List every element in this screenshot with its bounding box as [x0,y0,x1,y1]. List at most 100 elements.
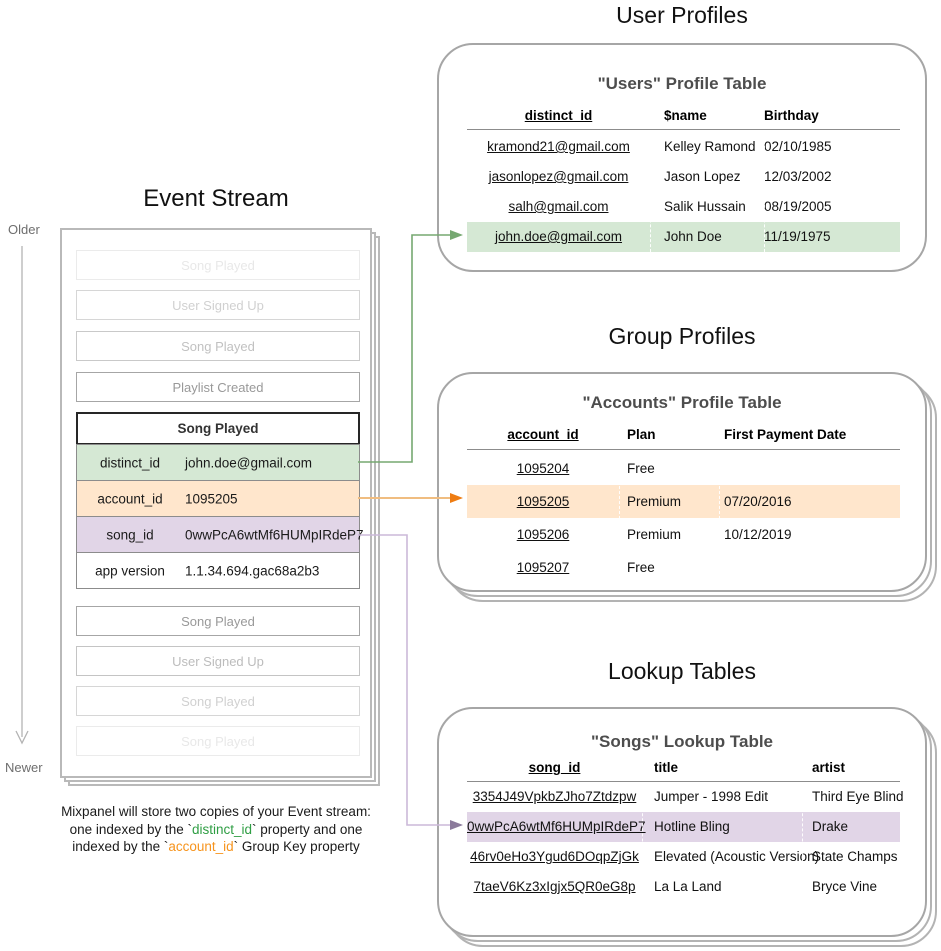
cell-artist: Drake [812,819,849,834]
event-property-song-id: song_id 0wwPcA6wtMf6HUMpIRdeP7 [76,516,364,553]
column-separator [764,131,765,252]
property-value: john.doe@gmail.com [185,455,313,470]
table-row: 1095207 Free [467,551,900,584]
table-header-row: account_id Plan First Payment Date [467,421,900,449]
expanded-event-title: Song Played [76,412,360,445]
footnote-distinct-id: distinct_id [191,821,253,837]
cell-account-id: 1095204 [516,461,570,476]
event-box: User Signed Up [76,290,360,320]
column-header: $name [664,108,707,123]
event-property-app-version: app version 1.1.34.694.gac68a2b3 [76,552,360,589]
cell-birthday: 02/10/1985 [764,139,832,154]
column-separator [642,783,643,902]
timeline-arrowhead [15,730,29,745]
cell-distinct-id: jasonlopez@gmail.com [488,169,629,184]
cell-title: La La Land [654,879,722,894]
cell-name: Kelley Ramond [664,139,756,154]
event-box: Song Played [76,250,360,280]
cell-first-payment-date: 10/12/2019 [724,527,792,542]
event-box: Song Played [76,606,360,636]
footnote: Mixpanel will store two copies of your E… [44,803,388,856]
lookup-tables-title: Lookup Tables [608,658,756,684]
footnote-line2-post: ` property and one [252,821,363,837]
cell-title: Elevated (Acoustic Version) [654,849,820,864]
cell-title: Hotline Bling [654,819,730,834]
cell-plan: Free [627,461,655,476]
cell-distinct-id: kramond21@gmail.com [487,139,630,154]
column-header: title [654,760,679,775]
event-property-account-id: account_id 1095205 [76,480,360,517]
property-value: 1095205 [185,491,238,506]
cell-first-payment-date: 07/20/2016 [724,494,792,509]
songs-lookup-card: "Songs" Lookup Table song_id title artis… [437,707,927,937]
table-header-row: song_id title artist [467,754,900,781]
cell-plan: Premium [627,494,682,509]
cell-song-id: 7taeV6Kz3xIgjx5QR0eG8p [473,879,636,894]
event-box: Song Played [76,331,360,361]
cell-title: Jumper - 1998 Edit [654,789,769,804]
event-stream-title: Event Stream [143,185,289,212]
column-separator [650,131,651,252]
table-header-row: distinct_id $name Birthday [467,102,900,129]
table-row-highlighted: 0wwPcA6wtMf6HUMpIRdeP7 Hotline Bling Dra… [467,812,900,842]
cell-song-id: 3354J49VpkbZJho7Ztdzpw [472,789,637,804]
songs-card-title: "Songs" Lookup Table [590,732,774,751]
cell-artist: State Champs [812,849,898,864]
property-value: 1.1.34.694.gac68a2b3 [185,563,320,578]
column-header: account_id [507,427,579,442]
users-card-title: "Users" Profile Table [597,74,767,93]
column-header: artist [812,760,846,775]
cell-song-id: 46rv0eHo3Ygud6DOqpZjGk [470,849,639,864]
cell-birthday: 12/03/2002 [764,169,832,184]
cell-distinct-id: salh@gmail.com [508,199,609,214]
column-separator [719,451,720,584]
cell-account-id: 1095205 [516,494,570,509]
column-header: distinct_id [524,108,593,123]
table-row-highlighted: 1095205 Premium 07/20/2016 [467,485,900,518]
event-box: Song Played [76,726,360,756]
event-box: Playlist Created [76,372,360,402]
cell-name: John Doe [664,229,722,244]
footnote-line3-post: ` Group Key property [233,839,360,854]
column-separator [802,783,803,902]
cell-name: Jason Lopez [664,169,741,184]
cell-artist: Bryce Vine [812,879,878,894]
cell-plan: Premium [627,527,682,542]
column-header: Birthday [764,108,819,123]
table-row: salh@gmail.com Salik Hussain 08/19/2005 [467,192,900,222]
footnote-line1: Mixpanel will store two copies of your E… [61,804,371,819]
cell-account-id: 1095207 [516,560,570,575]
event-box: User Signed Up [76,646,360,676]
column-header: song_id [528,760,581,775]
accounts-profile-card: "Accounts" Profile Table account_id Plan… [437,372,927,592]
cell-birthday: 08/19/2005 [764,199,832,214]
header-rule [467,129,900,130]
table-row: jasonlopez@gmail.com Jason Lopez 12/03/2… [467,162,900,192]
footnote-line2-pre: one indexed by the ` [69,821,192,837]
cell-plan: Free [627,560,655,575]
users-profile-card: "Users" Profile Table distinct_id $name … [437,43,927,272]
event-stream-container: Song Played User Signed Up Song Played P… [60,228,372,778]
table-row: 46rv0eHo3Ygud6DOqpZjGk Elevated (Acousti… [467,842,900,872]
footnote-line3-pre: indexed by the ` [72,839,169,854]
column-header: First Payment Date [724,427,847,442]
table-row: 3354J49VpkbZJho7Ztdzpw Jumper - 1998 Edi… [467,782,904,812]
accounts-card-title: "Accounts" Profile Table [582,393,782,412]
newer-label: Newer [5,760,43,775]
property-key: app version [95,563,165,578]
cell-distinct-id: john.doe@gmail.com [494,229,623,244]
table-row: 7taeV6Kz3xIgjx5QR0eG8p La La Land Bryce … [467,872,900,902]
property-key: account_id [97,491,163,506]
property-value: 0wwPcA6wtMf6HUMpIRdeP7 [185,527,364,542]
table-row: 1095204 Free [467,452,900,485]
older-label: Older [8,222,40,237]
header-rule [467,449,900,450]
cell-name: Salik Hussain [664,199,746,214]
table-row: 1095206 Premium 10/12/2019 [467,518,900,551]
cell-birthday: 11/19/1975 [764,229,831,244]
group-profiles-title: Group Profiles [608,323,756,349]
header-rule [467,781,900,782]
cell-artist: Third Eye Blind [812,789,904,804]
column-header: Plan [627,427,656,442]
